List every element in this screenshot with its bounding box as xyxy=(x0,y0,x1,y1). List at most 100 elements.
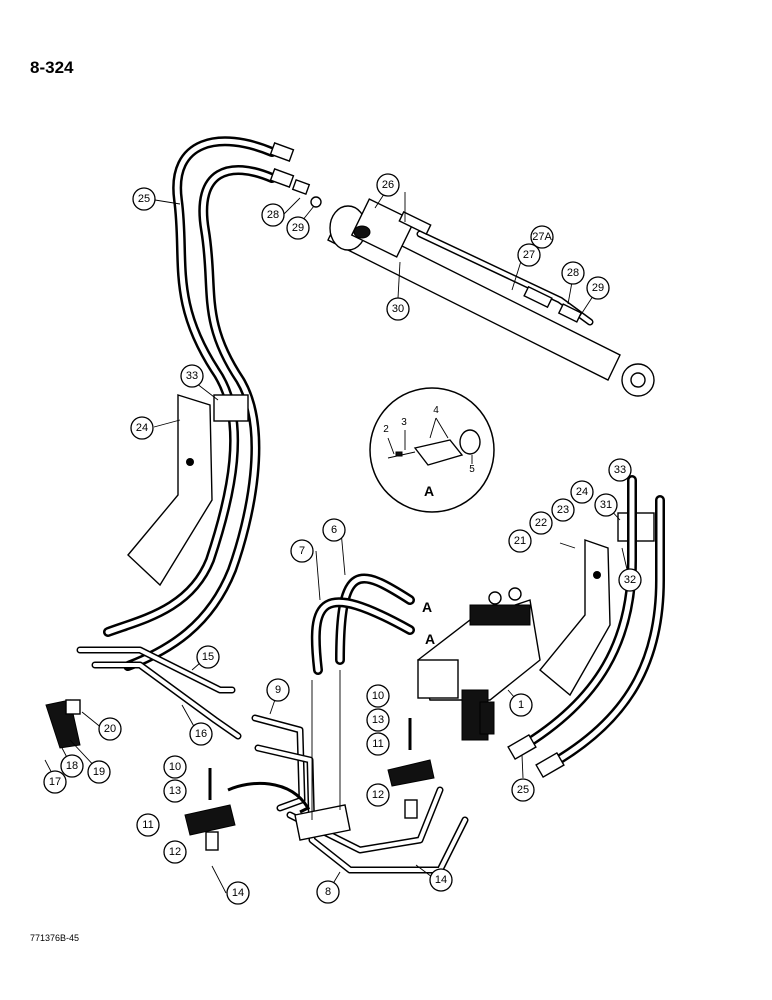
detail-label: A xyxy=(424,483,434,499)
callout-29b: 29 xyxy=(586,276,610,300)
svg-text:22: 22 xyxy=(535,517,547,529)
callout-15: 15 xyxy=(196,645,220,669)
callout-11: 11 xyxy=(366,732,390,756)
callout-22: 22 xyxy=(529,511,553,535)
callout-30: 30 xyxy=(386,297,410,321)
bracket-icon xyxy=(127,394,249,587)
svg-text:14: 14 xyxy=(435,874,447,886)
callout-24b: 24 xyxy=(570,480,594,504)
callout-25: 25 xyxy=(132,187,156,211)
svg-text:32: 32 xyxy=(624,574,636,586)
callout-1: 1 xyxy=(509,693,533,717)
svg-text:13: 13 xyxy=(169,785,181,797)
callout-12b: 12 xyxy=(163,840,187,864)
callout-29: 29 xyxy=(286,216,310,240)
svg-text:33: 33 xyxy=(186,370,198,382)
svg-text:11: 11 xyxy=(142,819,153,831)
callout-33: 33 xyxy=(180,364,204,388)
svg-text:14: 14 xyxy=(232,887,244,899)
callout-8: 8 xyxy=(316,880,340,904)
callout-28b: 28 xyxy=(561,261,585,285)
svg-text:28: 28 xyxy=(567,267,579,279)
callout-26: 26 xyxy=(376,173,400,197)
callout-32: 32 xyxy=(618,568,642,592)
svg-text:12: 12 xyxy=(372,789,384,801)
callout-14b: 14 xyxy=(226,881,250,905)
bolt-icon xyxy=(208,670,412,820)
control-valve-icon xyxy=(417,587,541,741)
callout-11b: 11 xyxy=(136,813,160,837)
callout-20: 20 xyxy=(98,717,122,741)
svg-text:25: 25 xyxy=(138,193,150,205)
svg-text:21: 21 xyxy=(514,535,526,547)
callout-31: 31 xyxy=(594,493,618,517)
callout-12: 12 xyxy=(366,783,390,807)
clamp-icon xyxy=(184,759,435,851)
svg-text:31: 31 xyxy=(600,499,612,511)
figure-code: 771376B-45 xyxy=(30,933,80,943)
svg-text:17: 17 xyxy=(49,776,61,788)
hose-icon-valve: A A xyxy=(310,573,435,675)
svg-text:10: 10 xyxy=(169,761,181,773)
svg-text:27A: 27A xyxy=(532,231,552,243)
callout-25b: 25 xyxy=(511,778,535,802)
svg-text:24: 24 xyxy=(136,422,148,434)
hose-icon xyxy=(103,136,277,671)
page-number: 8-324 xyxy=(30,58,74,77)
direction-arrow xyxy=(227,781,311,814)
svg-text:27: 27 xyxy=(523,249,535,261)
callout-13: 13 xyxy=(366,708,390,732)
callout-18: 18 xyxy=(60,754,84,778)
svg-text:4: 4 xyxy=(433,405,439,416)
callout-17: 17 xyxy=(43,770,67,794)
callout-10b: 10 xyxy=(163,755,187,779)
svg-text:15: 15 xyxy=(202,651,214,663)
pedal-icon xyxy=(45,699,351,841)
svg-text:29: 29 xyxy=(592,282,604,294)
svg-text:26: 26 xyxy=(382,179,394,191)
hose-end-mark-a-2: A xyxy=(425,631,435,647)
svg-text:28: 28 xyxy=(267,209,279,221)
svg-text:10: 10 xyxy=(372,690,384,702)
detail-a-view: A xyxy=(369,387,495,513)
o-ring-icon xyxy=(310,196,322,208)
callout-33b: 33 xyxy=(608,458,632,482)
svg-text:9: 9 xyxy=(275,684,281,696)
svg-text:11: 11 xyxy=(372,738,383,750)
svg-text:33: 33 xyxy=(614,464,626,476)
svg-text:8: 8 xyxy=(325,886,331,898)
hydraulic-cylinder-icon xyxy=(327,198,655,397)
svg-text:20: 20 xyxy=(104,723,116,735)
svg-text:24: 24 xyxy=(576,486,588,498)
callout-24: 24 xyxy=(130,416,154,440)
hose-fitting-top xyxy=(269,142,311,195)
callout-9: 9 xyxy=(266,678,290,702)
callout-7: 7 xyxy=(290,539,314,563)
callout-13b: 13 xyxy=(163,779,187,803)
svg-text:3: 3 xyxy=(401,417,407,428)
callout-19: 19 xyxy=(87,760,111,784)
detail-a-callouts: 2 3 4 5 xyxy=(383,405,475,475)
callout-21: 21 xyxy=(508,529,532,553)
svg-text:18: 18 xyxy=(66,760,78,772)
callout-27: 27 xyxy=(517,243,541,267)
callout-28: 28 xyxy=(261,203,285,227)
callout-6: 6 xyxy=(322,518,346,542)
svg-text:16: 16 xyxy=(195,728,207,740)
svg-text:7: 7 xyxy=(299,545,305,557)
callout-14: 14 xyxy=(429,868,453,892)
callout-16: 16 xyxy=(189,722,213,746)
svg-text:25: 25 xyxy=(517,784,529,796)
svg-text:6: 6 xyxy=(331,524,337,536)
callout-27a: 27A xyxy=(530,225,554,249)
svg-text:30: 30 xyxy=(392,303,404,315)
svg-text:2: 2 xyxy=(383,424,389,435)
callout-23: 23 xyxy=(551,498,575,522)
svg-text:29: 29 xyxy=(292,222,304,234)
hose-end-mark-a: A xyxy=(422,599,432,615)
callout-10: 10 xyxy=(366,684,390,708)
svg-text:12: 12 xyxy=(169,846,181,858)
svg-text:1: 1 xyxy=(518,699,524,711)
svg-text:13: 13 xyxy=(372,714,384,726)
